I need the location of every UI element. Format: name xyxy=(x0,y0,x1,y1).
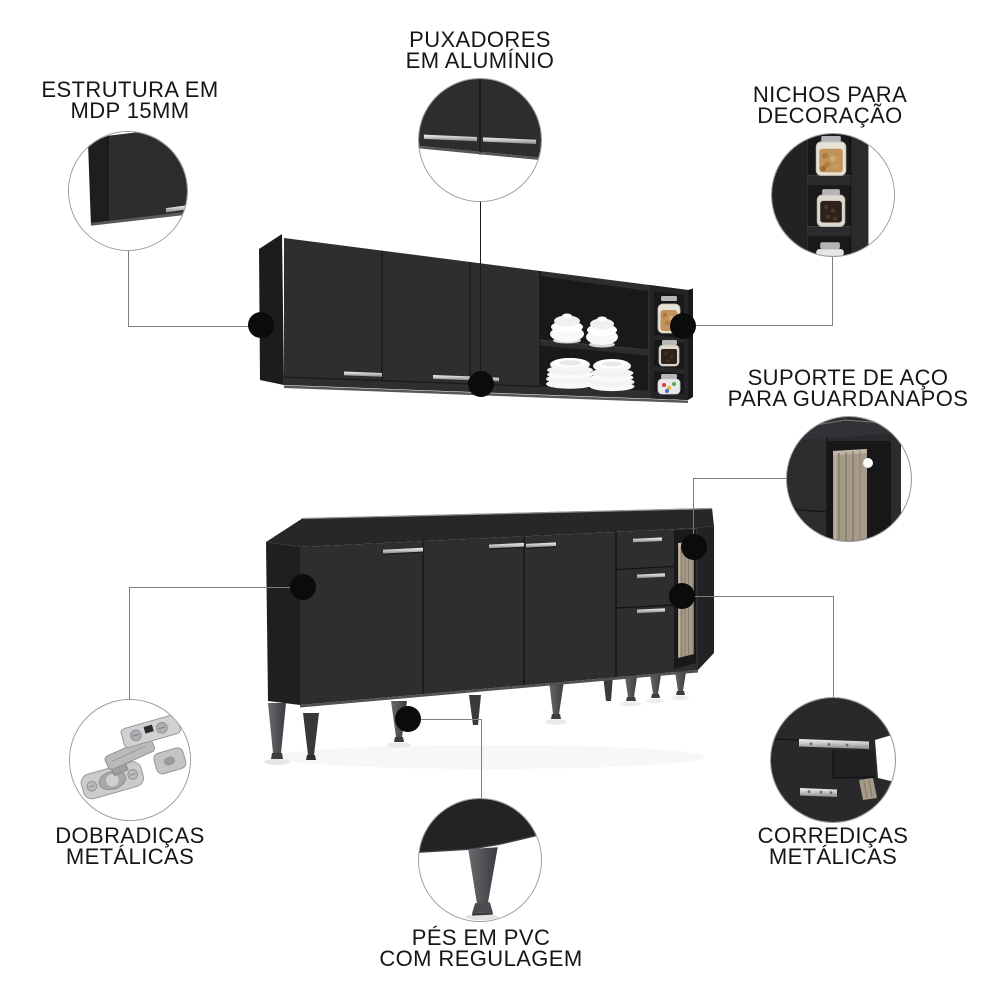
callout-zoom-corredicas xyxy=(770,697,896,823)
white-tureens xyxy=(550,313,618,348)
callout-zoom-estrutura xyxy=(68,131,188,251)
callout-label-dobradicas: DOBRADIÇAS METÁLICAS xyxy=(55,823,205,869)
white-plate-stacks xyxy=(546,358,635,392)
wall-cabinet-side-panel xyxy=(259,234,284,385)
marker-dot-corredicas xyxy=(669,583,695,609)
marker-dot-puxadores xyxy=(468,371,494,397)
marker-dot-nichos xyxy=(670,313,696,339)
shelf-board xyxy=(540,340,648,356)
base-cabinet-front xyxy=(300,528,698,705)
door-handle xyxy=(526,542,556,548)
base-cabinet xyxy=(264,507,714,769)
connector-estrutura xyxy=(128,251,129,326)
drawer-handle xyxy=(633,537,662,543)
connector-suporte xyxy=(693,478,694,547)
callout-zoom-suporte xyxy=(786,416,912,542)
door-handle xyxy=(433,375,470,381)
napkin-holder-icon xyxy=(787,417,911,541)
callout-zoom-dobradicas xyxy=(69,699,191,821)
connector-suporte xyxy=(694,478,787,479)
wall-cabinet-illustration xyxy=(259,234,693,403)
metal-hinge-icon xyxy=(70,700,190,820)
connector-puxadores xyxy=(480,202,481,384)
glass-jars xyxy=(657,296,681,395)
connector-corredicas xyxy=(833,596,834,698)
door-handle xyxy=(344,371,382,377)
callout-label-puxadores: PUXADORES EM ALUMÍNIO xyxy=(405,27,555,73)
callout-zoom-puxadores xyxy=(418,78,542,202)
wall-cabinet-right-side xyxy=(688,288,693,400)
door-handle xyxy=(383,547,423,554)
connector-dobradicas xyxy=(130,587,304,588)
base-cabinet-top xyxy=(266,508,714,547)
marker-dot-pes xyxy=(395,706,421,732)
drawer-gap xyxy=(615,565,675,571)
wall-cabinet xyxy=(259,234,693,403)
decor-niches-icon xyxy=(772,134,894,256)
connector-nichos xyxy=(683,325,833,326)
callout-zoom-pes xyxy=(418,798,542,922)
aluminum-handle-icon xyxy=(419,79,541,201)
callout-label-pes: PÉS EM PVC COM REGULAGEM xyxy=(379,925,583,971)
marker-dot-dobradicas xyxy=(290,574,316,600)
base-cabinet-side-panel xyxy=(266,542,300,705)
connector-nichos xyxy=(832,257,833,326)
marker-dot-estrutura xyxy=(248,312,274,338)
connector-corredicas xyxy=(683,596,834,597)
connector-estrutura xyxy=(128,326,262,327)
connector-pes xyxy=(409,719,482,720)
cabinet-corner-icon xyxy=(69,132,187,250)
connector-dobradicas xyxy=(129,587,130,699)
base-cabinet-right-side xyxy=(698,526,714,670)
door-handle xyxy=(489,542,524,549)
drawer-handle xyxy=(637,608,665,614)
drawer-slide-icon xyxy=(771,698,895,822)
callout-zoom-nichos xyxy=(771,133,895,257)
marker-dot-suporte xyxy=(681,534,707,560)
callout-label-suporte: SUPORTE DE AÇO PARA GUARDANAPOS xyxy=(727,365,969,411)
callout-label-nichos: NICHOS PARA DECORAÇÃO xyxy=(752,82,908,128)
pvc-foot-icon xyxy=(419,799,541,921)
drawer-gap xyxy=(615,604,675,609)
callout-label-estrutura: ESTRUTURA EM MDP 15MM xyxy=(41,77,219,123)
base-cabinet-illustration xyxy=(264,507,714,769)
connector-pes xyxy=(481,719,482,798)
drawer-handle xyxy=(637,573,665,579)
callout-label-corredicas: CORREDIÇAS METÁLICAS xyxy=(757,823,909,869)
